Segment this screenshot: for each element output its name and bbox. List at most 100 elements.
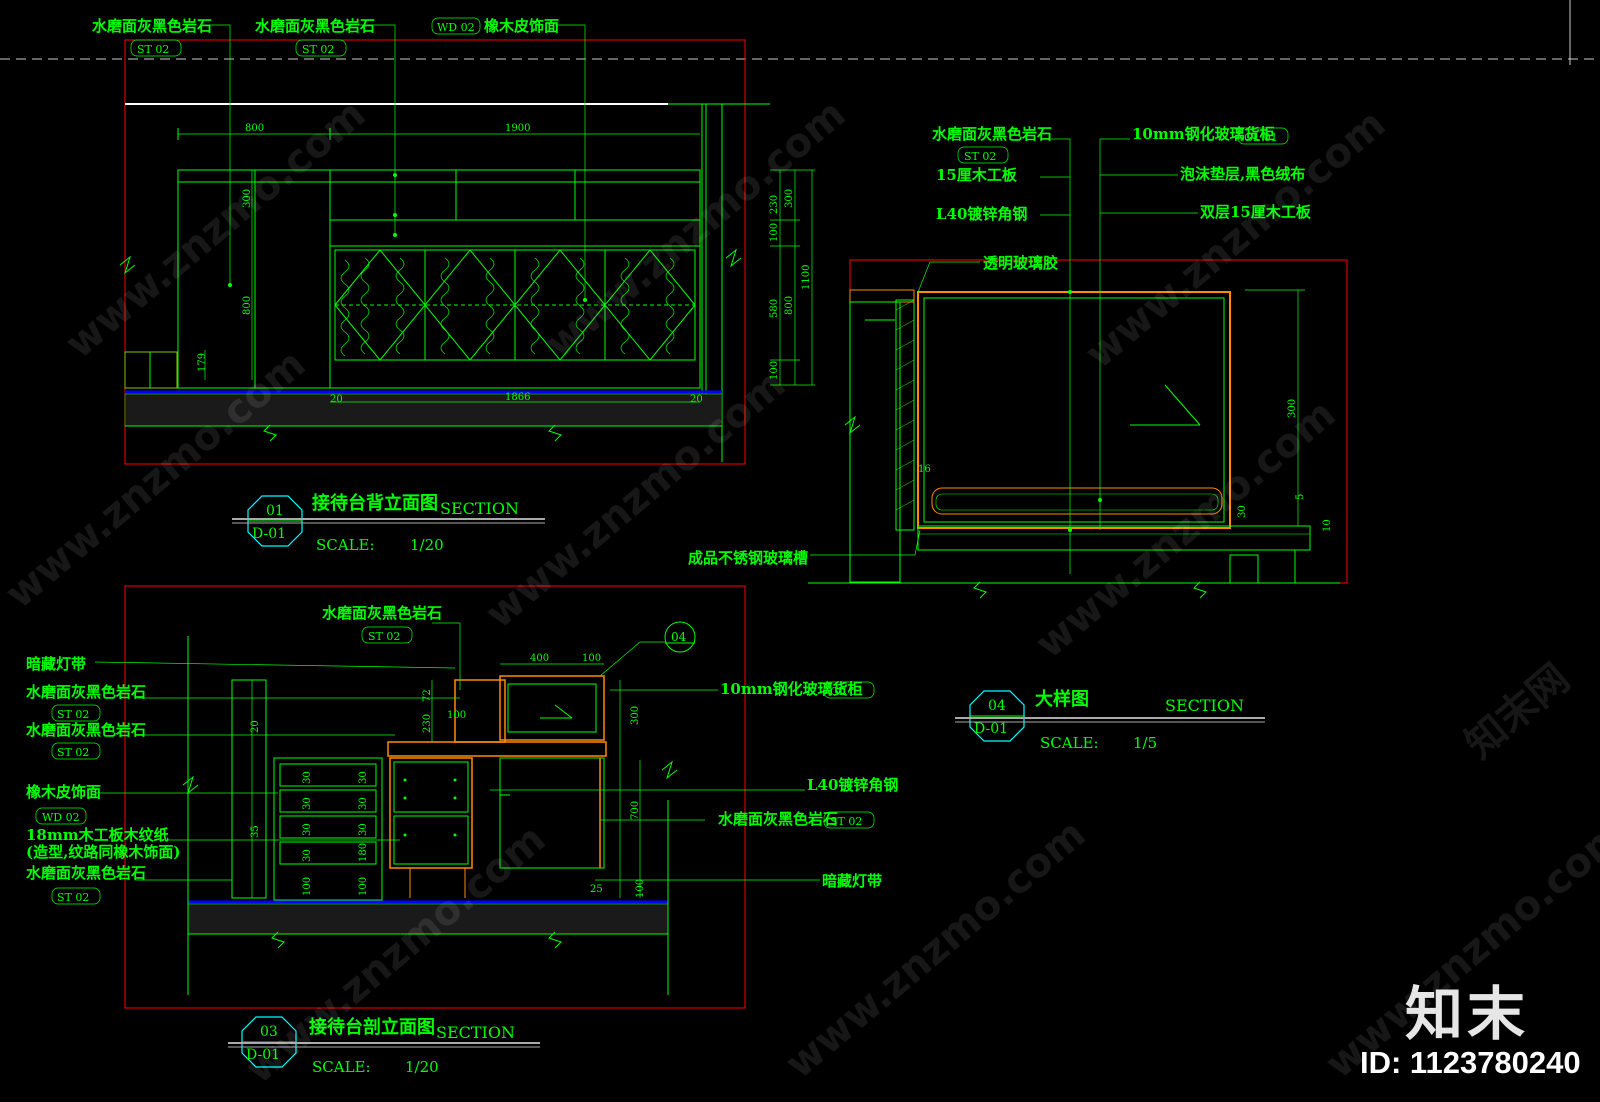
- view-04-scale-value: 1/5: [1133, 734, 1157, 752]
- d3-dim-100-c: 100: [635, 879, 646, 898]
- cabinet-outline: [177, 169, 701, 389]
- d3-stack-4: 30: [302, 849, 313, 862]
- d4-dim-16: 16: [918, 464, 931, 475]
- label-stone-2: 水磨面灰黑色岩石: [255, 17, 375, 35]
- d3-dim-35: 35: [250, 825, 261, 838]
- dim-800-w: 800: [245, 123, 264, 134]
- d3-stack-2: 30: [302, 797, 313, 810]
- d3-tag-r: ST 02: [830, 815, 862, 828]
- d3-tag-top: ST 02: [368, 630, 400, 643]
- view-04-section: SECTION: [1165, 696, 1244, 715]
- view-04-scale-label: SCALE:: [1040, 734, 1099, 752]
- d4-dim-300: 300: [1287, 399, 1298, 418]
- d4-tag-gl: GL 01: [1244, 131, 1278, 144]
- watermark-site-1: www.znzmo.com: [57, 91, 374, 368]
- watermark-brand-1: 知末网: [1457, 655, 1578, 767]
- d3-tag-b: ST 02: [57, 746, 89, 759]
- drawer-stack: [273, 757, 383, 901]
- view-01-back-elevation: 水磨面灰黑色岩石 ST 02 水磨面灰黑色岩石 ST 02 WD 02 橡木皮饰…: [92, 17, 815, 554]
- view-04-badge: [969, 690, 1025, 742]
- d3-right-3: 30: [358, 823, 369, 836]
- view-01-badge: [247, 495, 303, 547]
- glass-cabinet: [917, 291, 1231, 529]
- dim-230: 230: [769, 195, 780, 214]
- d3-label-top-stone: 水磨面灰黑色岩石: [322, 604, 442, 622]
- view-03-scale-value: 1/20: [405, 1058, 439, 1076]
- view-01-number: 01: [266, 503, 284, 519]
- d3-stack-3: 30: [302, 823, 313, 836]
- callout-04: 04: [671, 630, 687, 644]
- d3-stack-5: 100: [302, 877, 313, 896]
- d3-label-angle: L40镀锌角钢: [807, 776, 898, 794]
- cabinet-box: [389, 757, 473, 869]
- view-01-section: SECTION: [440, 499, 519, 518]
- view-04-frame: [849, 259, 1348, 584]
- d3-right-5: 100: [358, 877, 369, 896]
- dim-20-b: 20: [690, 394, 703, 405]
- watermark-site-9: www.znzmo.com: [237, 816, 554, 1093]
- d4-label-foam: 泡沫垫层,黑色绒布: [1180, 165, 1305, 183]
- watermark-site-6: www.znzmo.com: [1027, 391, 1344, 668]
- d4-tag-st: ST 02: [964, 150, 996, 163]
- dim-20-a: 20: [330, 394, 343, 405]
- view-04-title: 大样图: [1035, 688, 1089, 710]
- d3-dim-300: 300: [630, 706, 641, 725]
- glass-display: [499, 675, 605, 741]
- dim-100-rb: 100: [769, 361, 780, 380]
- view-03-badge: [241, 1016, 297, 1068]
- floor-slab: [124, 393, 723, 427]
- d4-label-stone: 水磨面灰黑色岩石: [932, 125, 1052, 143]
- dim-1100: 1100: [801, 265, 812, 290]
- d3-tag-wd: WD 02: [42, 811, 80, 824]
- image-id-label: ID: 1123780240: [1360, 1045, 1581, 1080]
- d3-label-stone-a: 水磨面灰黑色岩石: [26, 683, 146, 701]
- dim-1900: 1900: [505, 123, 530, 134]
- d4-label-glass: 10mm钢化玻璃货柜: [1132, 125, 1275, 143]
- view-01-scale-label: SCALE:: [316, 536, 375, 554]
- d3-dim-700: 700: [630, 801, 641, 820]
- d3-label-board-2: (造型,纹路同橡木饰面): [26, 843, 180, 861]
- view-01-title: 接待台背立面图: [312, 492, 438, 514]
- tag-st-2: ST 02: [302, 43, 334, 56]
- d4-label-angle: L40镀锌角钢: [936, 205, 1027, 223]
- view-03-title: 接待台剖立面图: [309, 1016, 435, 1038]
- view-03-sheet: D-01: [246, 1047, 280, 1063]
- d3-tag-a: ST 02: [57, 708, 89, 721]
- d3-label-oak: 橡木皮饰面: [26, 783, 101, 801]
- d3-label-glass: 10mm钢化玻璃货柜: [720, 680, 863, 698]
- d3-right-2: 30: [358, 797, 369, 810]
- d4-dim-10: 10: [1322, 519, 1333, 532]
- d3-label-led-2: 暗藏灯带: [822, 872, 882, 890]
- dim-300-r: 300: [784, 189, 795, 208]
- view-04-detail: 水磨面灰黑色岩石 ST 02 15厘木工板 L40镀锌角钢 10mm钢化玻璃货柜…: [688, 125, 1348, 752]
- watermark-site-4: www.znzmo.com: [537, 91, 854, 368]
- d4-dim-5: 5: [1295, 494, 1306, 500]
- d3-dim-400: 400: [530, 653, 549, 664]
- brand-logo: 知末: [1405, 980, 1530, 1048]
- d4-dim-30: 30: [1237, 505, 1248, 518]
- d3-label-stone-r: 水磨面灰黑色岩石: [718, 810, 838, 828]
- d4-label-double: 双层15厘木工板: [1200, 203, 1312, 221]
- dim-580: 580: [769, 299, 780, 318]
- view-01-sheet: D-01: [252, 526, 286, 542]
- door-panels: [334, 249, 696, 361]
- d3-tag-c: ST 02: [57, 891, 89, 904]
- d3-label-stone-b: 水磨面灰黑色岩石: [26, 721, 146, 739]
- tag-st-1: ST 02: [137, 43, 169, 56]
- dim-179: 179: [197, 353, 208, 372]
- watermark-site-2: www.znzmo.com: [0, 341, 314, 618]
- tag-wd: WD 02: [437, 21, 475, 34]
- d3-dim-72: 72: [422, 689, 433, 702]
- view-01-scale-value: 1/20: [410, 536, 444, 554]
- dim-300: 300: [242, 189, 253, 208]
- view-04-number: 04: [988, 698, 1006, 714]
- dim-100-r: 100: [769, 223, 780, 242]
- d3-right-1: 30: [358, 771, 369, 784]
- dim-800-r: 800: [784, 296, 795, 315]
- watermark-layer: www.znzmo.com www.znzmo.com www.znzmo.co…: [0, 91, 1600, 1093]
- view-03-section: SECTION: [436, 1023, 515, 1042]
- d3-dim-100: 100: [582, 653, 601, 664]
- foam-cushion: [931, 487, 1223, 515]
